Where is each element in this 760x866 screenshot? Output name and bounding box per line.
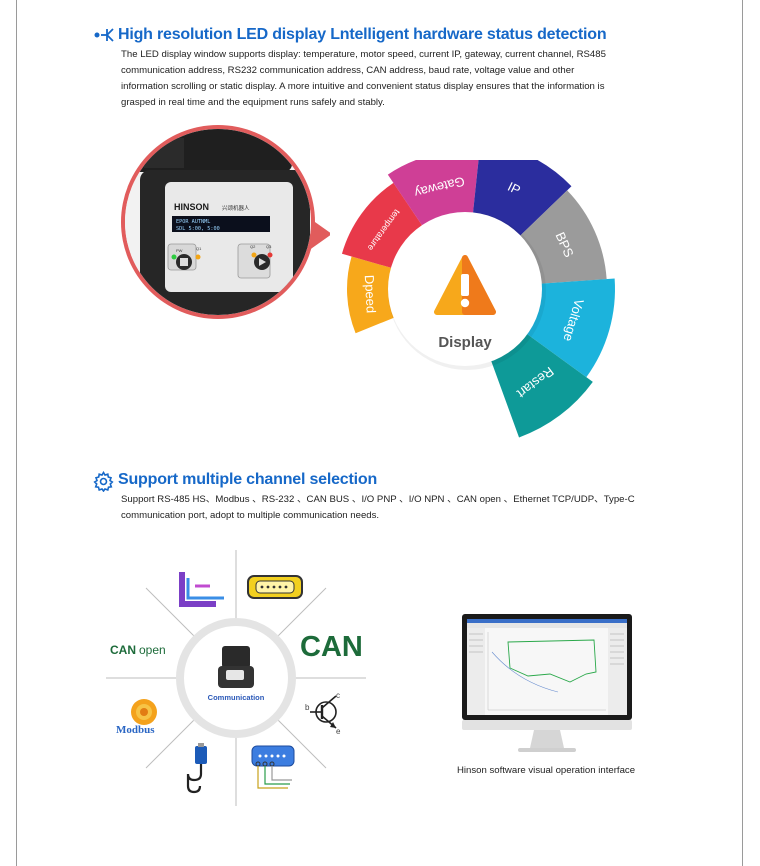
device-closeup-image: HINSON 兴颂机器人 EPOR AUTNML SDL 5:00, 5:00 … (121, 125, 330, 319)
wheel-label-ip: IP (505, 179, 523, 198)
device-screen-line2: SDL 5:00, 5:00 (176, 226, 220, 232)
can-bus-logo: CAN (300, 631, 363, 663)
transistor-npn-pnp-icon (310, 695, 337, 729)
page-border-right (742, 0, 743, 866)
section-title-led-display: High resolution LED display Lntelligent … (118, 26, 607, 43)
rs485-hs-icon (179, 572, 224, 607)
wheel-center-label: Display (438, 334, 492, 351)
signal-icon (94, 28, 114, 42)
device-label-q3: Q3 (266, 244, 272, 249)
device-label-q1: Q1 (196, 246, 202, 251)
lidar-sensor-icon (218, 646, 254, 688)
section-title-channel-selection: Support multiple channel selection (118, 471, 378, 488)
wheel-label-dpeed: Dpeed (362, 274, 379, 313)
device-label-q2: Q2 (250, 244, 256, 249)
transistor-label-e: e (336, 727, 341, 736)
canopen-logo-bold: CAN (110, 643, 136, 657)
section-description-led-display: The LED display window supports display:… (121, 49, 606, 108)
device-brand-cn: 兴颂机器人 (222, 204, 250, 212)
device-screen-line1: EPOR AUTNML (176, 219, 210, 225)
monitor-caption: Hinson software visual operation interfa… (456, 765, 636, 776)
warning-icon (434, 255, 496, 315)
wheel-segment-voltage (518, 278, 615, 378)
wheel-segment-restart (487, 327, 593, 438)
section-description-channel-selection: Support RS-485 HS、Modbus 、RS-232 、CAN BU… (121, 494, 635, 521)
canopen-logo-light: open (139, 643, 166, 657)
page-border-left (16, 0, 17, 866)
modbus-logo-icon (131, 699, 157, 725)
device-brand: HINSON (174, 202, 209, 212)
communication-ports-diagram: Communication CAN open CAN Modbus b c e (106, 550, 366, 806)
communication-center-label: Communication (208, 693, 265, 702)
rs232-port-icon (247, 575, 303, 599)
gear-icon (93, 471, 114, 492)
transistor-label-b: b (305, 703, 310, 712)
usb-type-c-cable-icon (186, 743, 207, 794)
transistor-label-c: c (336, 691, 340, 700)
modbus-logo-text: Modbus (116, 724, 155, 736)
software-monitor-image (462, 614, 632, 752)
ethernet-connector-icon (251, 745, 295, 789)
device-label-pw: PW (176, 248, 183, 253)
